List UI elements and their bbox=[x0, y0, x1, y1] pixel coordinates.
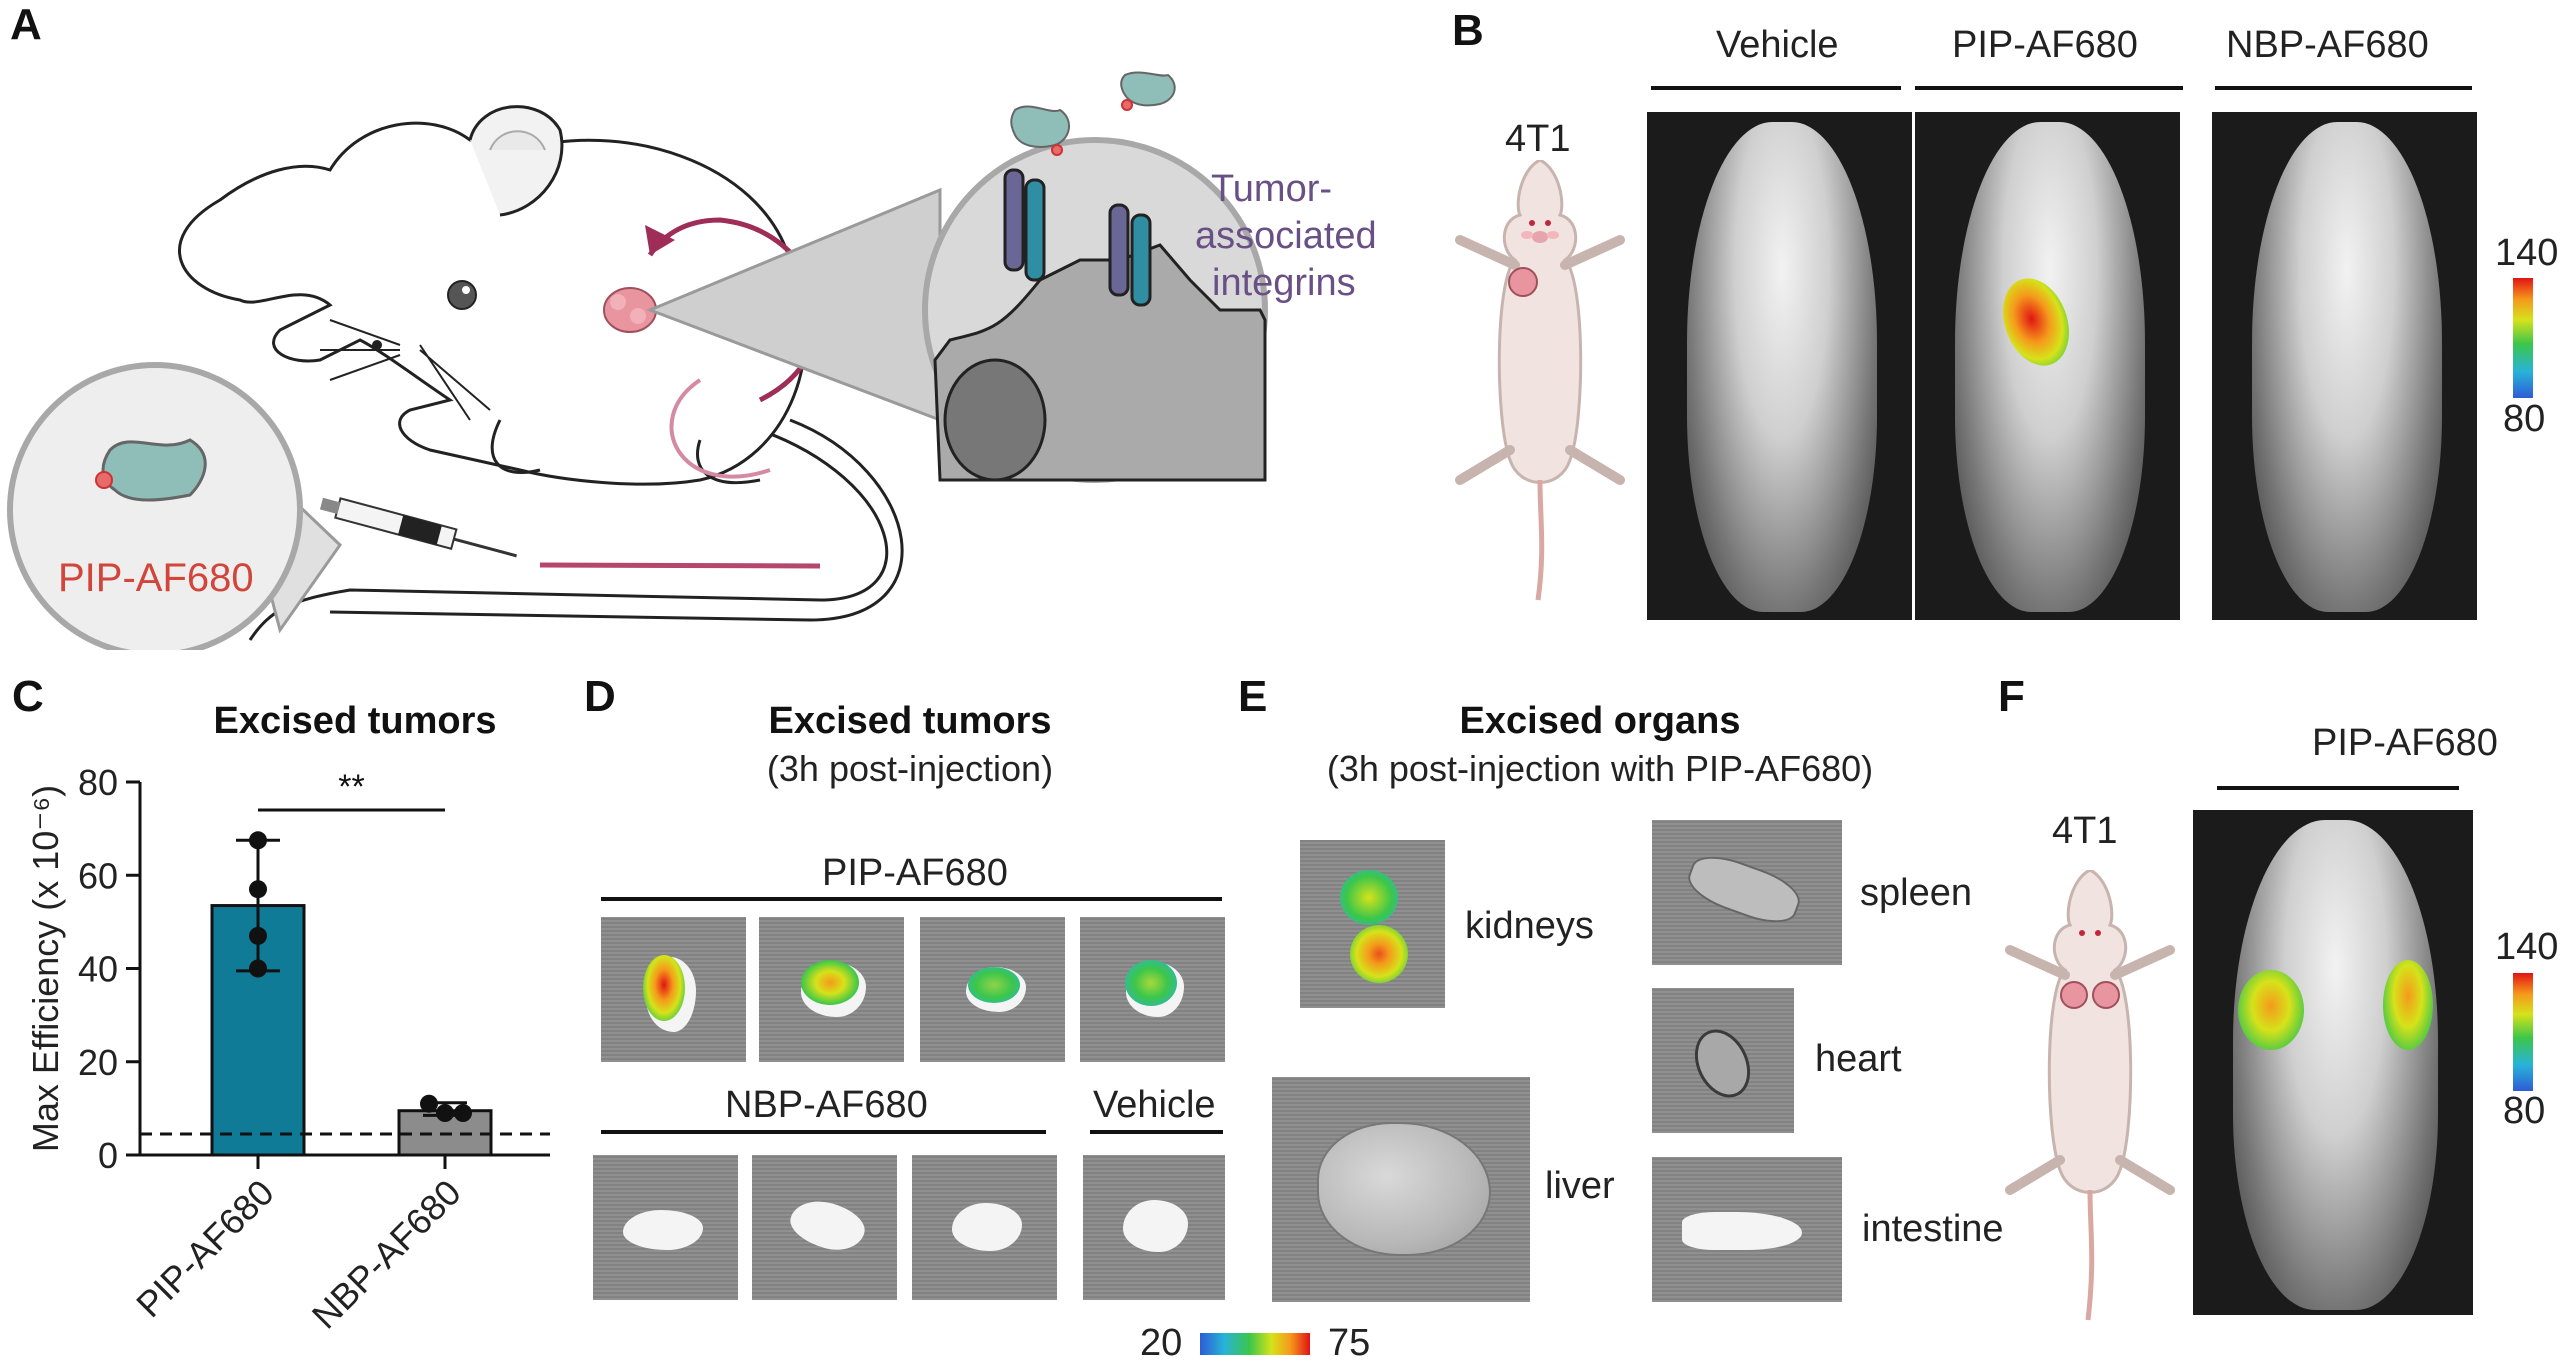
panel-d-group-nbp: NBP-AF680 bbox=[725, 1084, 928, 1126]
panel-letter-f: F bbox=[1998, 672, 2025, 721]
integrin-label-line2: associated bbox=[1195, 215, 1377, 257]
panel-d-colorbar bbox=[1200, 1333, 1310, 1355]
group-bar-nbp bbox=[2215, 86, 2472, 90]
panel-e-title: Excised organs bbox=[1459, 700, 1741, 742]
panel-f-colorbar bbox=[2513, 973, 2533, 1091]
group-bar-vehicle bbox=[1651, 86, 1901, 90]
panel-d-scale-max: 75 bbox=[1328, 1322, 1371, 1364]
group-label-pip: PIP-AF680 bbox=[1952, 24, 2138, 66]
organ-tile-heart bbox=[1652, 988, 1794, 1133]
panel-d-bar-vehicle bbox=[1090, 1130, 1223, 1134]
panel-letter-b: B bbox=[1452, 6, 1484, 55]
data-point bbox=[436, 1104, 454, 1123]
panel-e-subtitle: (3h post-injection with PIP-AF680) bbox=[1326, 748, 1874, 789]
group-label-vehicle: Vehicle bbox=[1716, 24, 1839, 66]
probe-label: PIP-AF680 bbox=[58, 556, 254, 600]
panel-d-bar-pip bbox=[601, 897, 1222, 901]
panel-f-group-label: PIP-AF680 bbox=[2312, 722, 2498, 764]
panel-letter-c: C bbox=[12, 672, 44, 721]
y-tick-label: 0 bbox=[98, 1135, 118, 1176]
chart-marks: ** bbox=[140, 768, 550, 1157]
data-point bbox=[454, 1104, 472, 1123]
mouse-image-vehicle bbox=[1647, 112, 1912, 620]
panel-b-scale-min: 80 bbox=[2503, 398, 2546, 440]
tumor-tile-vehicle bbox=[1083, 1155, 1225, 1300]
panel-d-subtitle: (3h post-injection) bbox=[766, 748, 1054, 789]
organ-label-kidneys: kidneys bbox=[1465, 905, 1594, 947]
data-point bbox=[249, 959, 267, 978]
data-point bbox=[420, 1094, 438, 1113]
panel-f-model-label: 4T1 bbox=[2052, 810, 2118, 852]
organ-label-spleen: spleen bbox=[1860, 872, 1972, 914]
y-axis-label: Max Efficiency (x 10⁻⁶) bbox=[25, 785, 66, 1152]
organ-tile-intestine bbox=[1652, 1157, 1842, 1302]
panel-d-group-pip: PIP-AF680 bbox=[822, 852, 1008, 894]
y-tick-label: 40 bbox=[78, 949, 118, 990]
y-tick-label: 60 bbox=[78, 855, 118, 896]
x-tick-label: NBP-AF680 bbox=[304, 1172, 469, 1337]
panel-d-group-vehicle: Vehicle bbox=[1093, 1084, 1216, 1126]
tumor-tile-pip-2 bbox=[759, 917, 904, 1062]
mouse-topview-illustration bbox=[1455, 160, 1625, 601]
panel-b-colorbar bbox=[2513, 278, 2533, 398]
tumor-tile-nbp-2 bbox=[752, 1155, 897, 1300]
group-label-nbp: NBP-AF680 bbox=[2226, 24, 2429, 66]
organ-label-intestine: intestine bbox=[1862, 1208, 2004, 1250]
panel-f-scale-min: 80 bbox=[2503, 1090, 2546, 1132]
integrin-label-line1: Tumor- bbox=[1211, 168, 1333, 210]
panel-d-bar-nbp bbox=[601, 1130, 1046, 1134]
panel-f-group-bar bbox=[2217, 786, 2459, 790]
mouse-image-pip bbox=[1915, 112, 2180, 620]
tumor-tile-nbp-3 bbox=[912, 1155, 1057, 1300]
data-point bbox=[249, 831, 267, 850]
panel-letter-e: E bbox=[1238, 672, 1268, 721]
mouse-injection-illustration bbox=[7, 105, 904, 650]
panel-b-scale-max: 140 bbox=[2495, 232, 2559, 274]
f-signal-spot-left bbox=[2238, 970, 2304, 1050]
tumor-tile-pip-3 bbox=[920, 917, 1065, 1062]
panel-f-scale-max: 140 bbox=[2495, 926, 2559, 968]
significance-label: ** bbox=[338, 768, 364, 806]
panel-d-title: Excised tumors bbox=[768, 700, 1052, 742]
panel-letter-a: A bbox=[10, 0, 42, 49]
x-tick-label: PIP-AF680 bbox=[128, 1172, 282, 1326]
integrin-label-line3: integrins bbox=[1212, 262, 1356, 304]
organ-tile-spleen bbox=[1652, 820, 1842, 965]
data-point bbox=[249, 880, 267, 899]
panel-d-scale-min: 20 bbox=[1140, 1322, 1183, 1364]
tumor-tile-pip-4 bbox=[1080, 917, 1225, 1062]
f-signal-spot-right bbox=[2383, 960, 2433, 1050]
mouse-image-f bbox=[2193, 810, 2473, 1315]
tumor-tile-nbp-1 bbox=[593, 1155, 738, 1300]
mouse-topview-illustration-f bbox=[2005, 870, 2175, 1321]
organ-label-heart: heart bbox=[1815, 1038, 1902, 1080]
organ-label-liver: liver bbox=[1545, 1165, 1615, 1207]
panel-b-model-label: 4T1 bbox=[1505, 118, 1571, 160]
chart-title: Excised tumors bbox=[213, 700, 497, 742]
tumor-tile-pip-1 bbox=[601, 917, 746, 1062]
organ-tile-kidneys bbox=[1300, 840, 1445, 1008]
y-tick-label: 20 bbox=[78, 1042, 118, 1083]
panel-letter-d: D bbox=[584, 672, 616, 721]
mouse-image-nbp bbox=[2212, 112, 2477, 620]
group-bar-pip bbox=[1915, 86, 2183, 90]
y-tick-label: 80 bbox=[78, 762, 118, 803]
data-point bbox=[249, 926, 267, 945]
integrin-zoom-illustration bbox=[645, 71, 1268, 483]
organ-tile-liver bbox=[1272, 1077, 1530, 1302]
